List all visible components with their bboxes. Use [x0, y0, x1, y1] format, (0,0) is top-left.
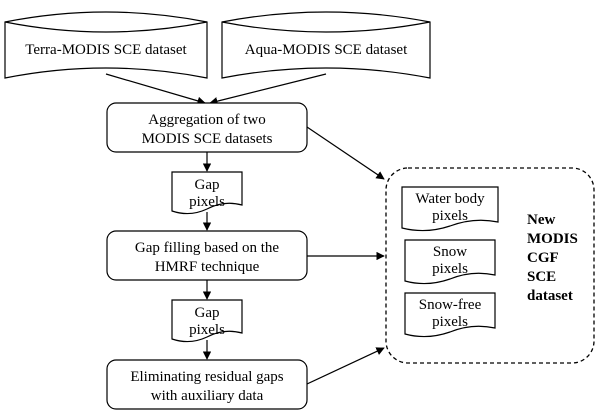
snow-free-pixels: Snow-free pixels — [404, 292, 496, 338]
gap2-line2: pixels — [189, 322, 225, 338]
edge-aqua-to-aggregation — [209, 73, 327, 106]
aggregation-line1: Aggregation of two — [148, 112, 265, 128]
aqua-dataset-label: Aqua-MODIS SCE dataset — [245, 42, 408, 58]
hmrf-step: Gap filling based on the HMRF technique — [106, 230, 308, 281]
output-title-line5: dataset — [527, 288, 573, 304]
aggregation-step: Aggregation of two MODIS SCE datasets — [106, 102, 308, 153]
snow-line1: Snow — [433, 244, 467, 260]
gap1-line2: pixels — [189, 194, 225, 210]
aggregation-line2: MODIS SCE datasets — [142, 131, 273, 147]
output-title-line3: CGF — [527, 250, 559, 266]
gap1-line1: Gap — [195, 177, 220, 193]
gap2-line1: Gap — [195, 305, 220, 321]
snowfree-line1: Snow-free — [419, 297, 482, 313]
hmrf-line1: Gap filling based on the — [135, 240, 279, 256]
snowfree-line2: pixels — [432, 314, 468, 330]
residual-line1: Eliminating residual gaps — [130, 369, 283, 385]
water-body-pixels: Water body pixels — [401, 186, 499, 232]
hmrf-line2: HMRF technique — [155, 259, 260, 275]
water-line2: pixels — [432, 208, 468, 224]
output-title-line2: MODIS — [527, 231, 578, 247]
terra-dataset-label: Terra-MODIS SCE dataset — [25, 42, 187, 58]
output-title-line1: New — [527, 212, 555, 228]
terra-dataset-node: Terra-MODIS SCE dataset — [4, 11, 208, 79]
output-container — [385, 167, 595, 364]
edge-terra-to-aggregation — [105, 73, 206, 105]
residual-line2: with auxiliary data — [151, 388, 264, 404]
snow-pixels: Snow pixels — [404, 239, 496, 285]
residual-step: Eliminating residual gaps with auxiliary… — [106, 359, 308, 410]
water-line1: Water body — [415, 191, 485, 207]
gap-pixels-2: Gap pixels — [171, 299, 243, 343]
gap-pixels-1: Gap pixels — [171, 171, 243, 215]
snow-line2: pixels — [432, 261, 468, 277]
output-title-line4: SCE — [527, 269, 556, 285]
edge-residual-to-output — [306, 347, 385, 385]
output-dataset-title: New MODIS CGF SCE dataset — [527, 212, 578, 304]
edge-aggregation-to-output — [306, 126, 385, 180]
aqua-dataset-node: Aqua-MODIS SCE dataset — [221, 11, 431, 79]
